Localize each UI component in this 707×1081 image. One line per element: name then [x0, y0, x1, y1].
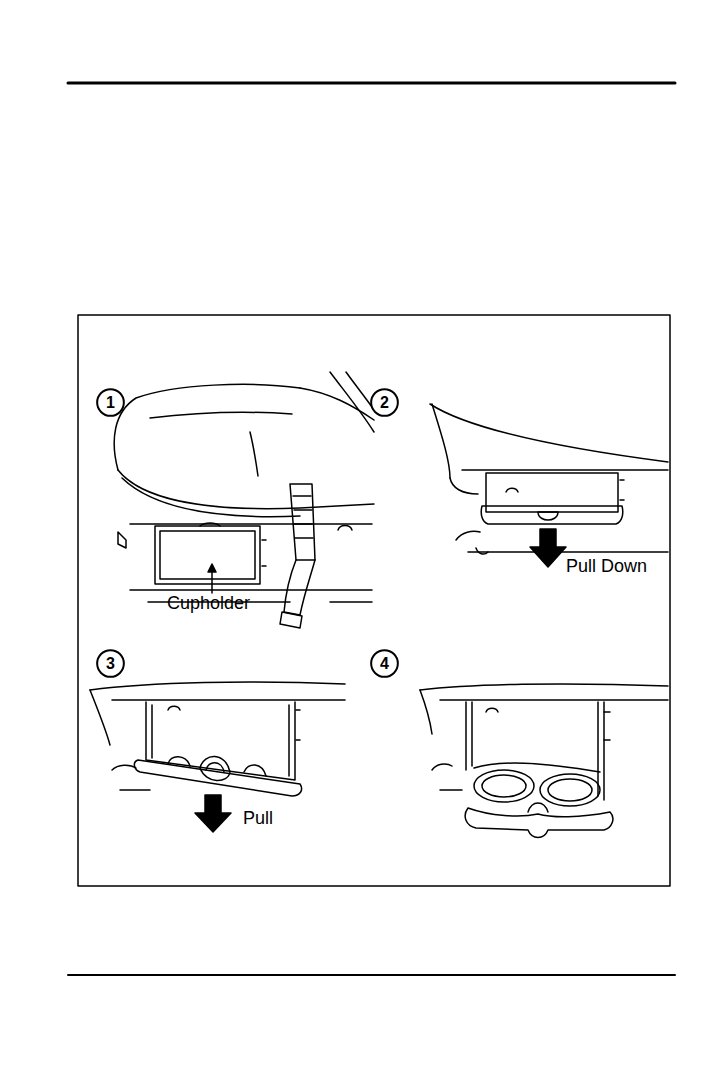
- callout-number: 1: [106, 395, 115, 411]
- direction-arrow: [530, 529, 566, 567]
- bottom-rule: [68, 974, 675, 976]
- callout-circle: 4: [370, 649, 399, 678]
- circle-outline: [97, 389, 124, 416]
- direction-arrow: [195, 795, 231, 832]
- console-door-illustration: [430, 404, 668, 567]
- tray-pull-illustration: [90, 682, 345, 832]
- part-label: Cupholder: [167, 594, 250, 614]
- callout-number: 3: [106, 656, 115, 672]
- circle-outline: [371, 389, 398, 416]
- part-label: Pull: [243, 809, 273, 829]
- cupholder-open-illustration: [420, 684, 668, 838]
- circle-outline: [97, 650, 124, 677]
- callout-circle: 2: [370, 388, 399, 417]
- circle-outline: [371, 650, 398, 677]
- top-rule: [68, 82, 675, 85]
- console-illustration: [118, 523, 372, 602]
- callout-circle: 3: [96, 649, 125, 678]
- callout-circle: 1: [96, 388, 125, 417]
- seat-illustration: [114, 372, 374, 628]
- callout-number: 2: [380, 395, 389, 411]
- figure-frame: [78, 315, 670, 886]
- leader-arrowhead: [208, 564, 216, 572]
- part-label: Pull Down: [566, 557, 647, 577]
- callout-number: 4: [380, 656, 389, 672]
